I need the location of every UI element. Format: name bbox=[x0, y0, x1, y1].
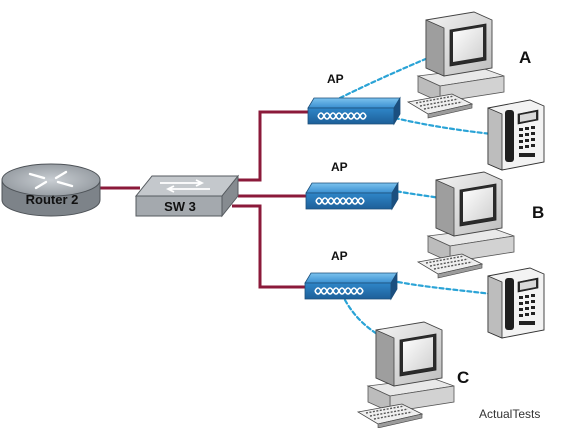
computer-icon-c bbox=[357, 321, 455, 428]
wireless-link-ap-top-pc-a bbox=[338, 56, 430, 100]
access-point-icon-middle bbox=[305, 182, 399, 210]
computer-icon-b bbox=[417, 171, 515, 279]
computer-icon-a bbox=[407, 11, 505, 119]
access-point-label-bottom: AP bbox=[331, 249, 348, 263]
wireless-link-ap-bottom-phone bbox=[396, 280, 494, 296]
switch-label: SW 3 bbox=[164, 199, 196, 214]
wired-links bbox=[100, 110, 308, 289]
access-point-icon-top bbox=[307, 97, 401, 125]
ip-phone-icon-bottom bbox=[487, 267, 545, 339]
link-switch-ap-top bbox=[232, 110, 308, 182]
link-switch-ap-bottom bbox=[232, 204, 305, 289]
wireless-link-ap-top-phone bbox=[393, 116, 494, 136]
switch-icon bbox=[134, 174, 240, 218]
computer-label-a: A bbox=[519, 48, 532, 67]
access-point-icon-bottom bbox=[304, 272, 398, 300]
router-label: Router 2 bbox=[25, 192, 79, 207]
ip-phone-icon-top bbox=[487, 99, 545, 171]
computer-label-b: B bbox=[532, 203, 545, 222]
router-icon bbox=[1, 163, 101, 217]
watermark-text: ActualTests bbox=[479, 407, 541, 421]
computer-label-c: C bbox=[457, 368, 470, 387]
access-point-label-top: AP bbox=[327, 72, 344, 86]
access-point-label-middle: AP bbox=[331, 160, 348, 174]
